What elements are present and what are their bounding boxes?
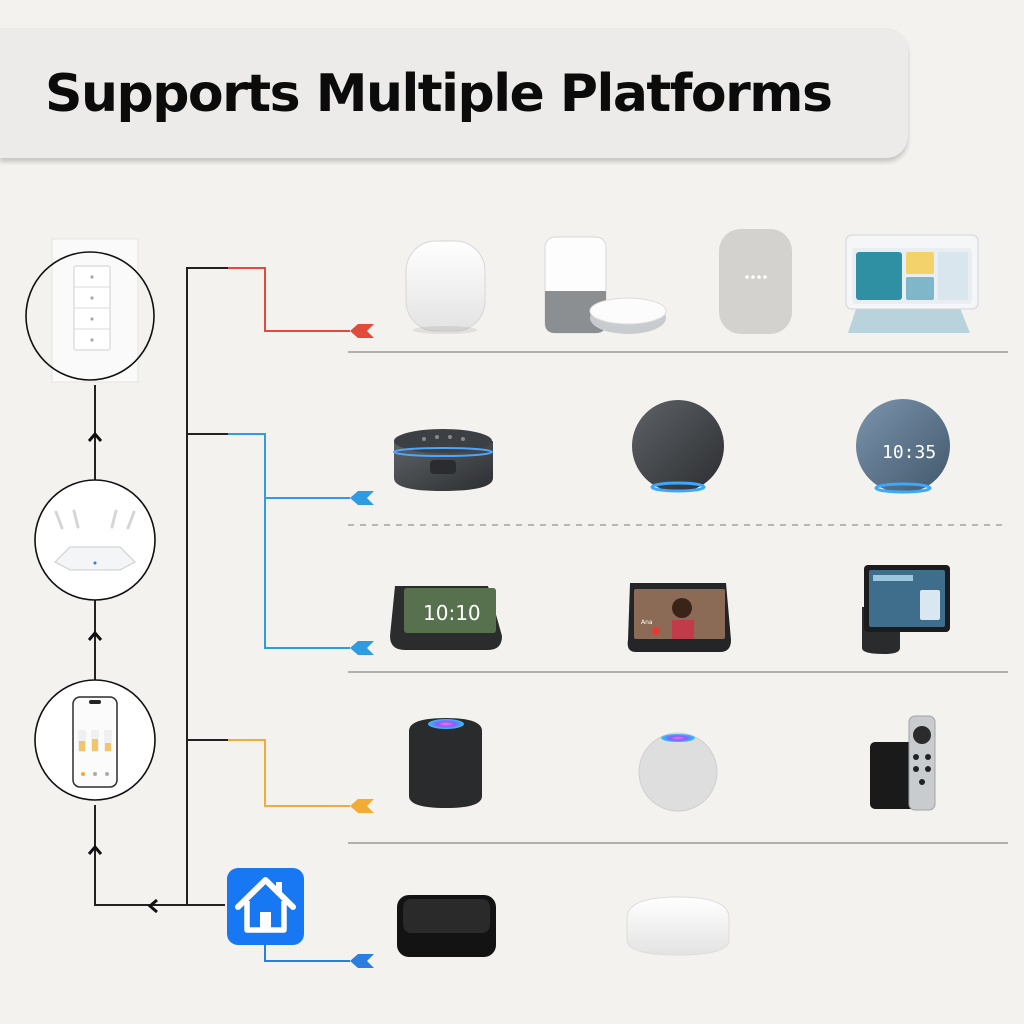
arrow-left-icon	[147, 898, 158, 914]
smartthings-hub	[626, 896, 730, 956]
echo-dot	[393, 429, 493, 491]
google-connector-icon	[350, 324, 374, 338]
google-nest-audio	[719, 229, 792, 334]
page-title: Supports Multiple Platforms	[45, 64, 833, 124]
echo-clock-display: 10:35	[882, 442, 936, 463]
echo-show-5: 10:10	[390, 586, 502, 650]
connection-lines	[186, 267, 374, 968]
echo-show-8-caller: Ana	[641, 619, 653, 626]
homepod	[409, 718, 482, 808]
apple-connector-icon	[350, 799, 374, 813]
arrow-up-icon	[87, 630, 103, 641]
setup-chain	[87, 385, 225, 914]
alexa-displays-connector-icon	[350, 641, 374, 655]
echo-show-8: Ana	[627, 583, 731, 652]
homepod-mini	[638, 732, 718, 812]
arrow-up-icon	[87, 431, 103, 442]
title-banner	[0, 28, 908, 158]
router-icon	[34, 479, 156, 601]
apple-tv	[870, 715, 936, 811]
echo-4th-gen	[632, 400, 724, 493]
echo-dot-with-clock: 10:35	[856, 399, 950, 494]
arrow-up-icon	[87, 844, 103, 855]
home-app-icon[interactable]	[227, 868, 304, 945]
echo-show-5-clock: 10:10	[423, 601, 481, 625]
google-nest-hub	[845, 234, 979, 333]
smartthings-station	[397, 895, 496, 957]
phone-app-icon	[34, 679, 156, 801]
alexa-speakers-connector-icon	[350, 491, 374, 505]
google-home-and-mini	[544, 236, 667, 334]
google-nest-wifi-point	[405, 240, 486, 334]
row-dividers	[348, 351, 1008, 844]
echo-show-10	[862, 565, 950, 654]
dimmer-switch-icon	[25, 238, 155, 383]
smartthings-connector-icon	[350, 954, 374, 968]
